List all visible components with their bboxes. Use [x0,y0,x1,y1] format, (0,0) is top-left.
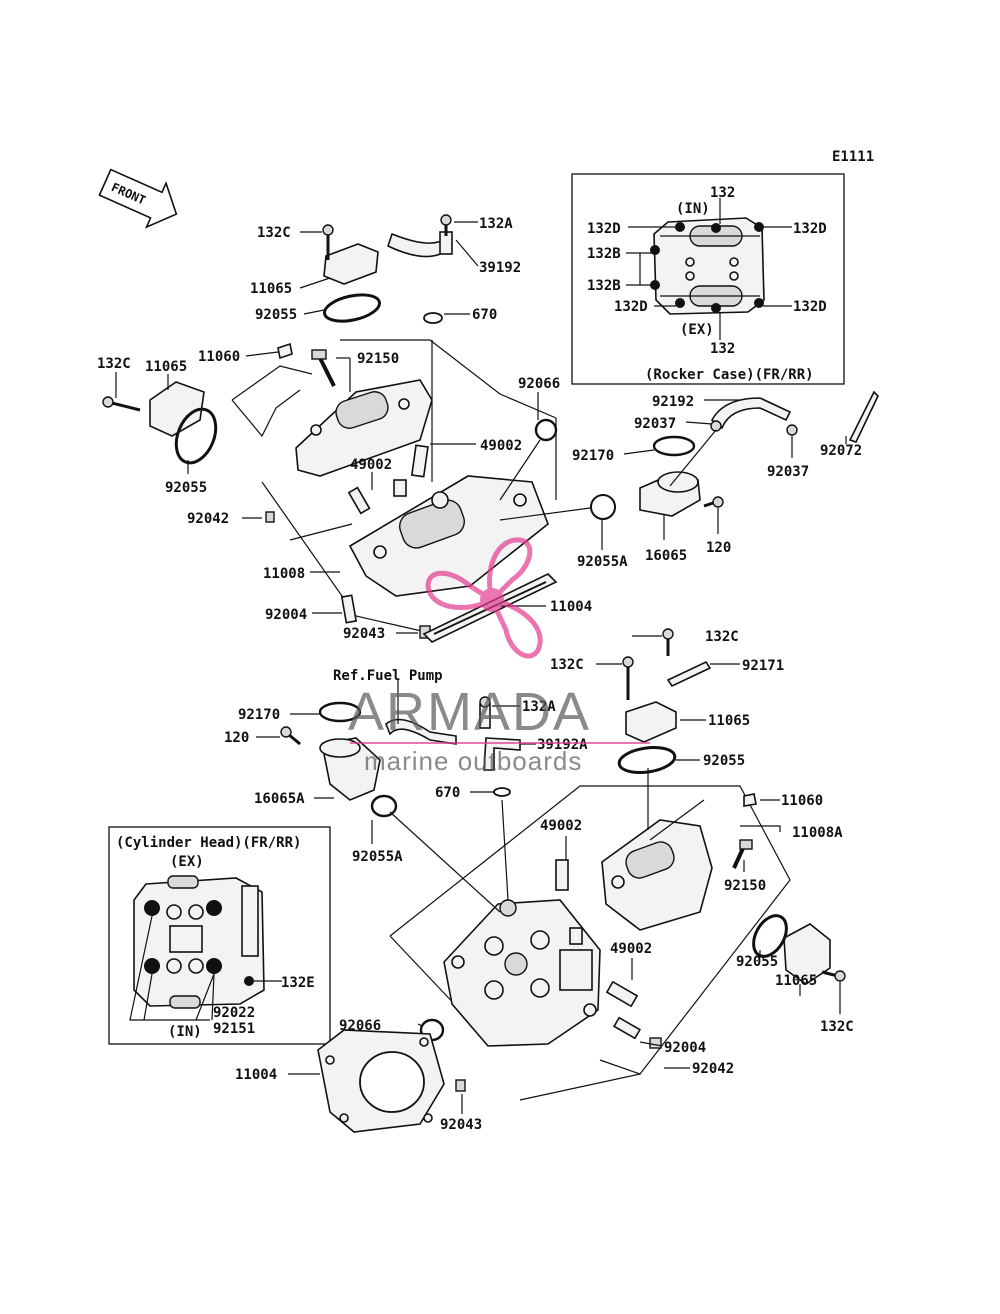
rocker-intake-label: (IN) [676,201,710,217]
part-label: 11004 [235,1067,277,1083]
part-label: 92150 [724,878,766,894]
inset-cylinder-head: (Cylinder Head)(FR/RR) (EX) 132E 92022 9… [108,826,331,1045]
part-label: 11060 [198,349,240,365]
rocker-exhaust-label: (EX) [680,322,714,338]
part-label: 11065 [775,973,817,989]
rocker-label-132d-1: 132D [587,221,621,237]
part-label: 39192A [537,737,588,753]
part-label: 120 [706,540,731,556]
part-label: 11065 [250,281,292,297]
part-label: 11008A [792,825,843,841]
head-label-92151: 92151 [213,1021,255,1037]
rocker-label-132d-3: 132D [614,299,648,315]
head-label-132e: 132E [281,975,315,991]
armada-watermark: ARMADA marine outboards [348,537,650,776]
front-arrow-icon: FRONT [98,168,178,229]
rocker-label-132-bottom: 132 [710,341,735,357]
part-label: 132A [479,216,513,232]
part-label: 132C [550,657,584,673]
part-label: 16065 [645,548,687,564]
part-label: 92042 [692,1061,734,1077]
part-label: 92037 [634,416,676,432]
part-label: 132C [705,629,739,645]
part-label: 92043 [440,1117,482,1133]
part-label: 11065 [708,713,750,729]
part-label: 49002 [480,438,522,454]
rocker-caption: (Rocker Case)(FR/RR) [645,367,814,383]
part-label: 11065 [145,359,187,375]
part-label: 11004 [550,599,592,615]
part-label: 92055A [352,849,403,865]
part-label: 92055 [255,307,297,323]
propeller-logo-icon [425,537,543,659]
inset-rocker-case: 132 (IN) 132D 132D 132B 132B 132D 132D (… [571,173,845,385]
rocker-label-132b-2: 132B [587,278,621,294]
part-label: 92170 [238,707,280,723]
part-label: 132C [97,356,131,372]
part-label: 132A [522,699,556,715]
part-label: 132C [820,1019,854,1035]
part-label: 11060 [781,793,823,809]
diagram-code: E1111 [832,149,874,165]
part-label: 39192 [479,260,521,276]
part-label: 92037 [767,464,809,480]
head-label-92022: 92022 [213,1005,255,1021]
rocker-label-132d-2: 132D [793,221,827,237]
part-label: 11008 [263,566,305,582]
part-label: 92066 [339,1018,381,1034]
fuel-pump-note: Ref.Fuel Pump [333,668,443,684]
part-label: 49002 [540,818,582,834]
part-label: 92042 [187,511,229,527]
part-label: 670 [435,785,460,801]
part-label: 120 [224,730,249,746]
head-caption: (Cylinder Head)(FR/RR) [116,835,301,851]
part-label: 92004 [664,1040,706,1056]
head-intake-label: (IN) [168,1024,202,1040]
part-label: 92055A [577,554,628,570]
part-label: 49002 [350,457,392,473]
part-label: 92055 [703,753,745,769]
part-label: 92043 [343,626,385,642]
part-label: 49002 [610,941,652,957]
part-label: 92055 [165,480,207,496]
part-label: 92150 [357,351,399,367]
part-label: 92055 [736,954,778,970]
part-label: 670 [472,307,497,323]
rocker-label-132b-1: 132B [587,246,621,262]
part-label: 92171 [742,658,784,674]
head-exhaust-label: (EX) [170,854,204,870]
part-label: 16065A [254,791,305,807]
part-labels: 132C 132A 39192 11065 92055 670 11060 92… [97,216,862,1133]
lower-assembly [256,628,846,1133]
part-label: 92170 [572,448,614,464]
part-label: 92192 [652,394,694,410]
part-label: 92004 [265,607,307,623]
part-label: 92072 [820,443,862,459]
watermark-brand: ARMADA [348,682,591,742]
rocker-label-132d-4: 132D [793,299,827,315]
watermark-tagline: marine outboards [364,746,582,776]
part-label: 92066 [518,376,560,392]
rocker-label-132-top: 132 [710,185,735,201]
part-label: 132C [257,225,291,241]
